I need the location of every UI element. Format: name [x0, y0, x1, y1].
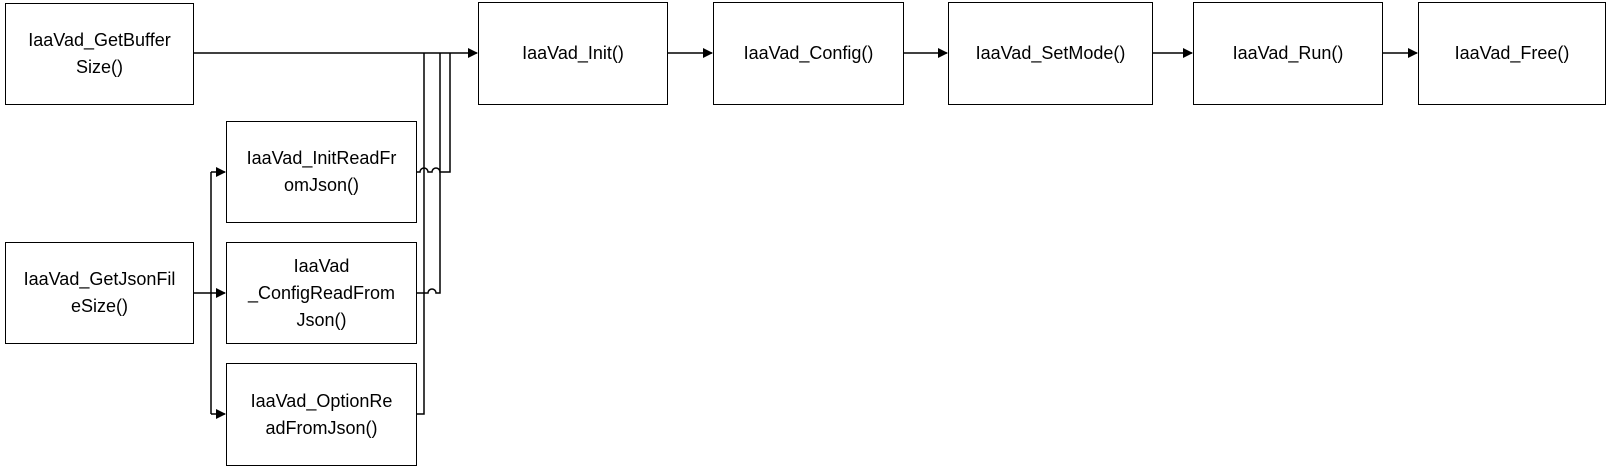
line-init-read-to-init	[416, 53, 451, 173]
box-run: IaaVad_Run()	[1193, 2, 1383, 105]
label-option-read-from-json: IaaVad_OptionRe adFromJson()	[250, 390, 393, 438]
line-option-read-to-init	[416, 53, 425, 415]
line-config-read-to-init	[416, 53, 441, 294]
box-init-read-from-json: IaaVad_InitReadFr omJson()	[226, 121, 417, 223]
label-set-mode: IaaVad_SetMode()	[975, 43, 1126, 63]
box-init: IaaVad_Init()	[478, 2, 668, 105]
box-set-mode: IaaVad_SetMode()	[948, 2, 1153, 105]
box-free: IaaVad_Free()	[1418, 2, 1606, 105]
label-get-buffer-size: IaaVad_GetBuffer Size()	[28, 30, 171, 77]
box-config-read-from-json: IaaVad _ConfigReadFrom Json()	[226, 242, 417, 344]
label-run: IaaVad_Run()	[1232, 43, 1344, 63]
label-config-read-from-json: IaaVad _ConfigReadFrom Json()	[247, 255, 396, 330]
label-init-read-from-json: IaaVad_InitReadFr omJson()	[246, 148, 397, 195]
label-get-json-file-size: IaaVad_GetJsonFil eSize()	[23, 269, 176, 316]
box-option-read-from-json: IaaVad_OptionRe adFromJson()	[226, 363, 417, 466]
label-free: IaaVad_Free()	[1454, 43, 1570, 63]
label-init: IaaVad_Init()	[522, 43, 624, 63]
box-get-buffer-size: IaaVad_GetBuffer Size()	[5, 3, 194, 105]
label-config: IaaVad_Config()	[743, 43, 874, 63]
box-get-json-file-size: IaaVad_GetJsonFil eSize()	[5, 242, 194, 344]
box-config: IaaVad_Config()	[713, 2, 904, 105]
